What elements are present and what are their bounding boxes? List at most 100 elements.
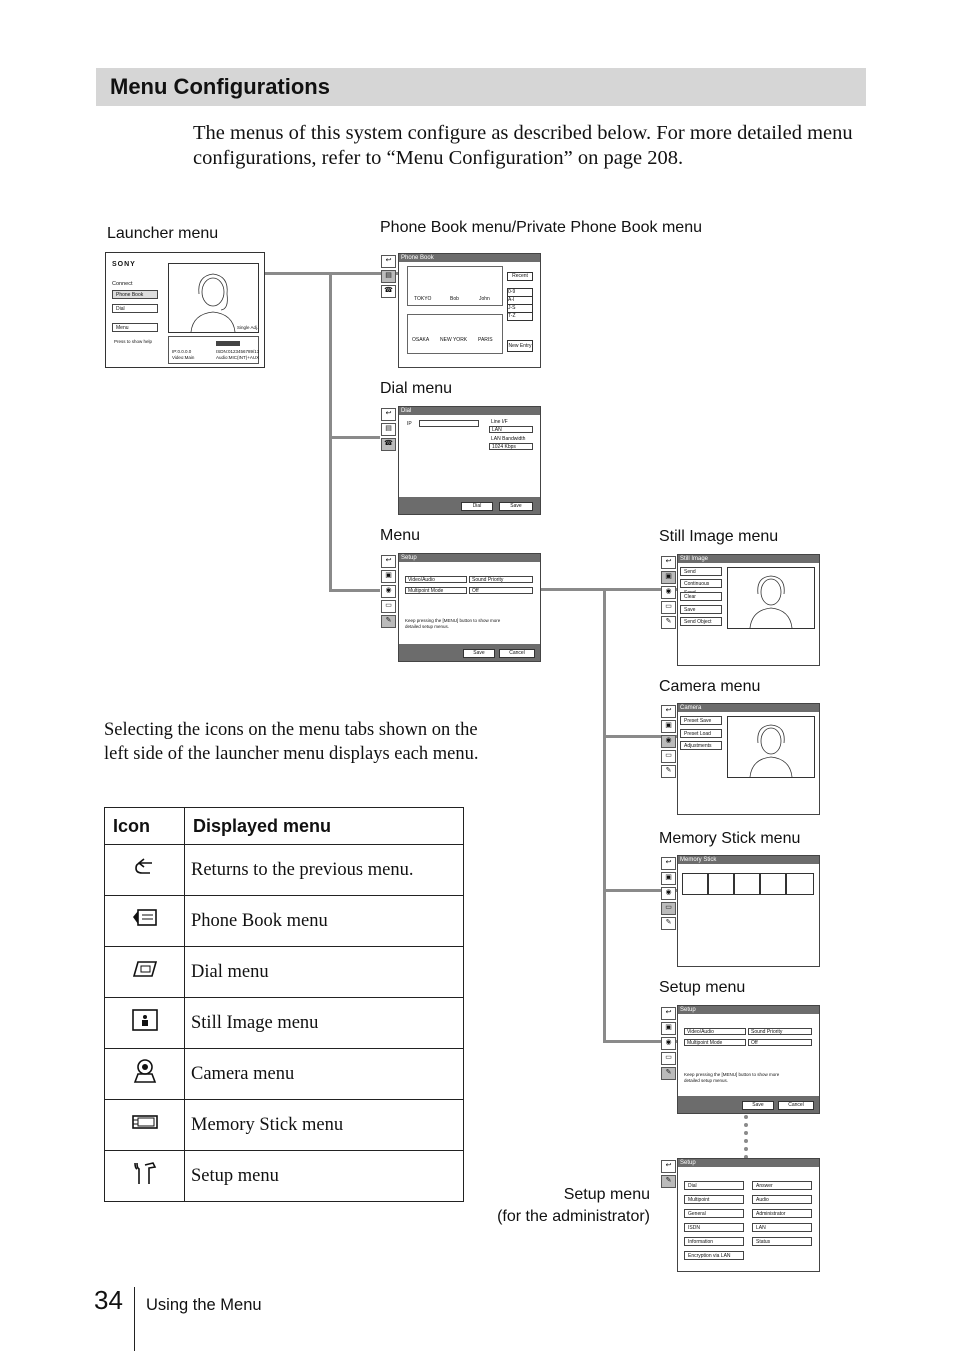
phonebook-tab-icon[interactable]: ▤ <box>381 270 396 283</box>
adjustments-button[interactable]: Adjustments <box>680 741 722 750</box>
connector <box>540 588 678 591</box>
admin-dial-button[interactable]: Dial <box>684 1181 744 1190</box>
setup-tab-icon[interactable]: ✎ <box>661 917 676 930</box>
memory-file-thumb[interactable] <box>682 873 708 895</box>
setup-row1-select[interactable]: Sound Priority <box>748 1028 812 1035</box>
entry-john[interactable]: John <box>479 296 490 302</box>
line-if-select[interactable]: LAN <box>489 426 533 433</box>
phonebook-tab-icon[interactable]: ▤ <box>381 423 396 436</box>
label-camera: Camera menu <box>659 678 761 695</box>
still-save-button[interactable]: Save <box>680 605 722 614</box>
admin-audio-button[interactable]: Audio <box>752 1195 812 1204</box>
label-setup-admin-line2: (for the administrator) <box>497 1208 650 1225</box>
menu-row1-select[interactable]: Sound Priority <box>469 576 533 583</box>
admin-information-button[interactable]: Information <box>684 1237 744 1246</box>
admin-lan-button[interactable]: LAN <box>752 1223 812 1232</box>
memory-file-thumb[interactable] <box>708 873 734 895</box>
recent-button[interactable]: Recent <box>507 272 533 281</box>
menu-tabs: ↩ ▣ ◉ ▭ ✎ <box>379 553 396 628</box>
camera-tab-icon[interactable]: ◉ <box>661 586 676 599</box>
entry-bob[interactable]: Bob <box>450 296 459 302</box>
preset-save-button[interactable]: Preset Save <box>680 716 722 725</box>
launcher-video-preview <box>168 263 259 333</box>
admin-answer-button[interactable]: Answer <box>752 1181 812 1190</box>
setup-tab-icon[interactable]: ✎ <box>661 616 676 629</box>
camera-tab-icon[interactable]: ◉ <box>661 1037 676 1050</box>
launcher-screen: SONY Connect Phone Book Dial Menu Press … <box>105 252 265 368</box>
camera-tab-icon[interactable]: ◉ <box>661 735 676 748</box>
dial-tab-icon[interactable]: ☎ <box>381 285 396 298</box>
still-image-tab-icon[interactable]: ▣ <box>661 1022 676 1035</box>
admin-administrator-button[interactable]: Administrator <box>752 1209 812 1218</box>
range-t-z[interactable]: T-Z <box>507 312 533 321</box>
memory-stick-tab-icon[interactable]: ▭ <box>661 750 676 763</box>
dial-ip-input[interactable] <box>419 420 479 427</box>
setup-tab-icon[interactable]: ✎ <box>381 615 396 628</box>
dial-save-button[interactable]: Save <box>499 502 533 511</box>
entry-paris[interactable]: PARIS <box>478 337 493 343</box>
setup-tabs: ↩ ▣ ◉ ▭ ✎ <box>659 1005 676 1080</box>
return-tab-icon[interactable]: ↩ <box>381 408 396 421</box>
table-header-icon: Icon <box>104 807 185 845</box>
entry-tokyo[interactable]: TOKYO <box>414 296 432 302</box>
menu-cancel-button[interactable]: Cancel <box>499 649 535 658</box>
phonebook-tabs: ↩ ▤ ☎ <box>379 253 396 298</box>
still-send-button[interactable]: Send <box>680 567 722 576</box>
memory-file-thumb[interactable] <box>734 873 760 895</box>
launcher-dial-button[interactable]: Dial <box>112 304 158 313</box>
launcher-menu-button[interactable]: Menu <box>112 323 158 332</box>
memory-stick-tab-icon[interactable]: ▭ <box>661 601 676 614</box>
return-tab-icon[interactable]: ↩ <box>661 1160 676 1173</box>
still-tabs: ↩ ▣ ◉ ▭ ✎ <box>659 554 676 629</box>
admin-isdn-button[interactable]: ISDN <box>684 1223 744 1232</box>
admin-multipoint-button[interactable]: Multipoint <box>684 1195 744 1204</box>
memory-stick-tab-icon[interactable]: ▭ <box>661 902 676 915</box>
setup-save-button[interactable]: Save <box>742 1101 774 1110</box>
setup-tab-icon[interactable]: ✎ <box>661 1175 676 1188</box>
still-continuous-button[interactable]: Continuous Send <box>680 579 722 596</box>
launcher-phonebook-button[interactable]: Phone Book <box>112 290 158 299</box>
new-entry-button[interactable]: New Entry <box>507 340 533 352</box>
menu-note: Keep pressing the [MENU] button to show … <box>405 618 501 629</box>
return-tab-icon[interactable]: ↩ <box>661 857 676 870</box>
setup-cancel-button[interactable]: Cancel <box>778 1101 814 1110</box>
admin-general-button[interactable]: General <box>684 1209 744 1218</box>
still-image-tab-icon[interactable]: ▣ <box>661 720 676 733</box>
return-tab-icon[interactable]: ↩ <box>661 1007 676 1020</box>
return-tab-icon[interactable]: ↩ <box>661 705 676 718</box>
camera-tab-icon[interactable]: ◉ <box>381 585 396 598</box>
memory-stick-tab-icon[interactable]: ▭ <box>661 1052 676 1065</box>
memory-stick-tab-icon[interactable]: ▭ <box>381 600 396 613</box>
return-tab-icon[interactable]: ↩ <box>661 556 676 569</box>
setup-row2-select[interactable]: Off <box>748 1039 812 1046</box>
lan-bw-select[interactable]: 1024 Kbps <box>489 443 533 450</box>
phone-book-icon <box>104 895 185 947</box>
entry-new-york[interactable]: NEW YORK <box>440 337 468 343</box>
dial-button[interactable]: Dial <box>461 502 493 511</box>
camera-tab-icon[interactable]: ◉ <box>661 887 676 900</box>
still-send-object-button[interactable]: Send Object <box>680 617 722 626</box>
menu-row2-select[interactable]: Off <box>469 587 533 594</box>
preset-load-button[interactable]: Preset Load <box>680 729 722 738</box>
still-image-tab-icon[interactable]: ▣ <box>381 570 396 583</box>
return-tab-icon[interactable]: ↩ <box>381 255 396 268</box>
table-header-row: Icon Displayed menu <box>104 807 464 845</box>
still-image-tab-icon[interactable]: ▣ <box>661 571 676 584</box>
launcher-dial-label: Dial <box>116 306 125 312</box>
launcher-isdn: ISDN:0123456789/13 <box>216 349 260 354</box>
memory-file-thumb[interactable] <box>760 873 786 895</box>
setup-tab-icon[interactable]: ✎ <box>661 1067 676 1080</box>
admin-status-button[interactable]: Status <box>752 1237 812 1246</box>
setup-tab-icon[interactable]: ✎ <box>661 765 676 778</box>
connector <box>603 588 606 1043</box>
memory-file-thumb[interactable] <box>786 873 814 895</box>
menu-save-button[interactable]: Save <box>463 649 495 658</box>
dial-tab-icon[interactable]: ☎ <box>381 438 396 451</box>
lan-bw-label: LAN Bandwidth <box>489 436 533 443</box>
still-clear-button[interactable]: Clear <box>680 592 722 601</box>
admin-setup-screen: ↩ ✎ Setup Dial Multipoint General ISDN I… <box>659 1158 821 1272</box>
still-image-tab-icon[interactable]: ▣ <box>661 872 676 885</box>
admin-encryption-button[interactable]: Encryption via LAN <box>684 1251 744 1260</box>
return-tab-icon[interactable]: ↩ <box>381 555 396 568</box>
entry-osaka[interactable]: OSAKA <box>412 337 430 343</box>
